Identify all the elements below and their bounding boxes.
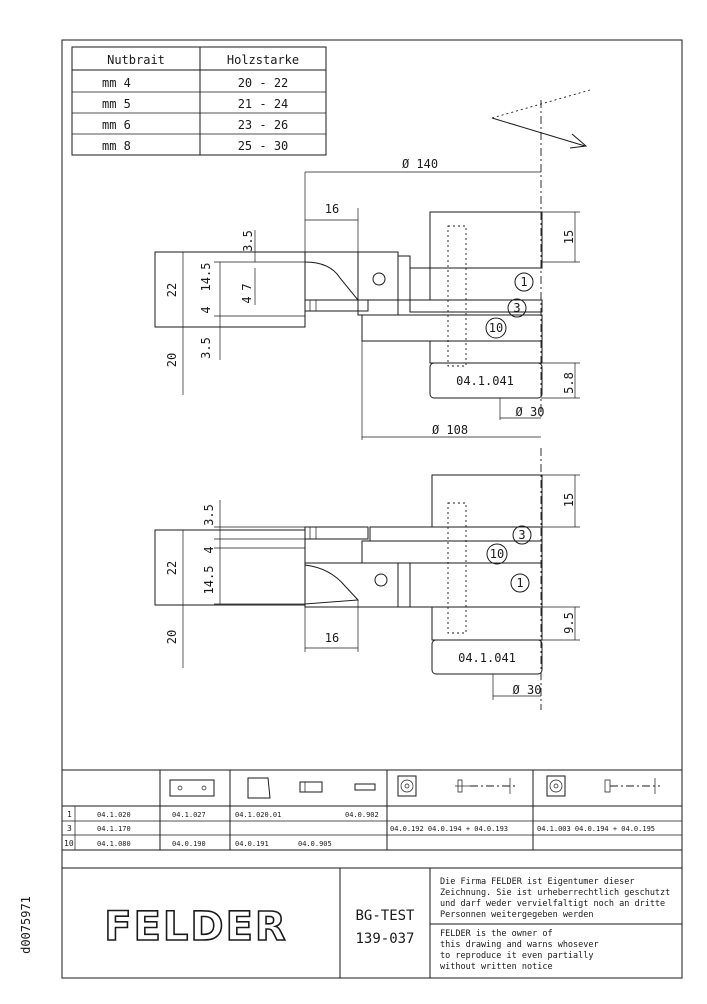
screw-icon	[299, 781, 323, 793]
row-ref: 04.1.020	[97, 811, 131, 819]
dim-7: 7	[240, 283, 254, 290]
dim-3-5-bottom: 3.5	[199, 337, 213, 359]
dim-3-5-top: 3.5	[241, 230, 255, 252]
dim-14-5-bottom-view: 14.5	[202, 566, 216, 595]
nut-table-cell: mm 5	[102, 97, 131, 111]
notice-en-line: to reproduce it even partially	[440, 951, 594, 961]
notice-de-line: Personnen weitergegeben werden	[440, 910, 594, 920]
row-cell: 04.0.190	[172, 840, 206, 848]
dim-15-bottom-view: 15	[562, 493, 576, 507]
nut-table: Nutbrait Holzstarke mm 4 20 - 22 mm 5 21…	[71, 46, 327, 156]
dim-16-bottom-view: 16	[325, 631, 339, 645]
row-num: 1	[67, 810, 72, 819]
callout-label: 10	[490, 547, 504, 561]
row-num: 3	[67, 824, 72, 833]
callout-3-top	[507, 298, 527, 318]
parts-table: 1 04.1.020 04.1.027 04.1.020.01 04.0.902…	[61, 769, 683, 851]
dim-22-bottom-view: 22	[165, 561, 179, 575]
callout-label: 1	[516, 576, 523, 590]
nut-table-header-width: Nutbrait	[107, 53, 165, 67]
nut-table-header-wood: Holzstarke	[227, 53, 299, 67]
part-ref-top: 04.1.041	[456, 374, 514, 388]
bottom-view: 3.5 4 14.5 22 20 16 15 9.5 04.1.041 Ø 30…	[154, 474, 580, 700]
nut-table-cell: 25 - 30	[238, 139, 289, 153]
notice-de-line: Zeichnung. Sie ist urheberrechtlich gesc…	[440, 888, 670, 898]
dim-15-top: 15	[562, 230, 576, 244]
bolt-top-icon	[397, 775, 417, 797]
drawing-number: 139-037	[355, 931, 414, 947]
dim-16: 16	[325, 202, 339, 216]
nut-table-cell: mm 4	[102, 76, 131, 90]
notice-en-line: FELDER is the owner of	[440, 929, 553, 939]
bolt-top-icon-2	[546, 775, 566, 797]
knife-icon	[247, 777, 271, 799]
callout-1-bottom	[510, 573, 530, 593]
notice-de-line: Die Firma FELDER ist Eigentumer dieser	[440, 877, 634, 887]
drawing-name: BG-TEST	[355, 908, 415, 924]
row-cell: 04.0.902	[345, 811, 379, 819]
dim-9-5: 9.5	[562, 612, 576, 634]
dim-diameter-30-bottom: Ø 30	[513, 683, 542, 697]
dim-diameter-30-top: Ø 30	[516, 405, 545, 419]
row-cell: 04.1.003 04.0.194 + 04.0.195	[537, 825, 655, 833]
side-document-id: d0075971	[19, 896, 33, 954]
dim-diameter-108: Ø 108	[432, 423, 468, 437]
callout-10-top	[485, 317, 507, 339]
title-block: FELDER BG-TEST 139-037 Die Firma FELDER …	[62, 867, 682, 978]
dim-4-b: 4	[240, 296, 254, 303]
guide-plate-icon	[169, 779, 215, 797]
dim-4-bottom-view: 4	[202, 546, 216, 553]
row-cell: 04.1.020.01	[235, 811, 281, 819]
nut-table-cell: 20 - 22	[238, 76, 289, 90]
row-cell: 04.0.905	[298, 840, 332, 848]
part-ref-bottom: 04.1.041	[458, 651, 516, 665]
nut-table-cell: 23 - 26	[238, 118, 289, 132]
nut-table-cell: mm 8	[102, 139, 131, 153]
callout-10-bottom	[486, 543, 508, 565]
row-ref: 04.1.080	[97, 840, 131, 848]
callout-label: 3	[513, 301, 520, 315]
dim-22: 22	[165, 283, 179, 297]
felder-logo: FELDER	[104, 904, 287, 950]
dim-20: 20	[165, 353, 179, 367]
dim-5-8: 5.8	[562, 372, 576, 394]
row-ref: 04.1.170	[97, 825, 131, 833]
notice-en-line: without written notice	[440, 962, 553, 972]
callout-label: 10	[489, 321, 503, 335]
callout-label: 3	[518, 528, 525, 542]
notice-en-line: this drawing and warns whosever	[440, 940, 599, 950]
row-cell: 04.0.192 04.0.194 + 04.0.193	[390, 825, 508, 833]
row-cell: 04.0.191	[235, 840, 269, 848]
dim-4-a: 4	[199, 306, 213, 313]
dim-14-5: 14.5	[199, 263, 213, 292]
callout-3-bottom	[512, 525, 532, 545]
dim-20-bottom-view: 20	[165, 630, 179, 644]
bolt-side-icon-2	[604, 779, 611, 793]
drawing-frame	[61, 39, 683, 979]
callout-label: 1	[520, 275, 527, 289]
callout-1-top	[514, 272, 534, 292]
dim-3-5-bottom-view: 3.5	[202, 504, 216, 526]
nut-table-cell: mm 6	[102, 118, 131, 132]
notice-de-line: und darf weder vervielfaltigt noch an dr…	[440, 899, 665, 909]
nut-table-cell: 21 - 24	[238, 97, 289, 111]
pin-icon	[354, 783, 376, 791]
dim-diameter-140: Ø 140	[402, 157, 438, 171]
top-view: Ø 140 16 3.5 14.5 7 4 4 22	[154, 157, 580, 440]
row-num: 10	[64, 839, 74, 848]
row-cell: 04.1.027	[172, 811, 206, 819]
